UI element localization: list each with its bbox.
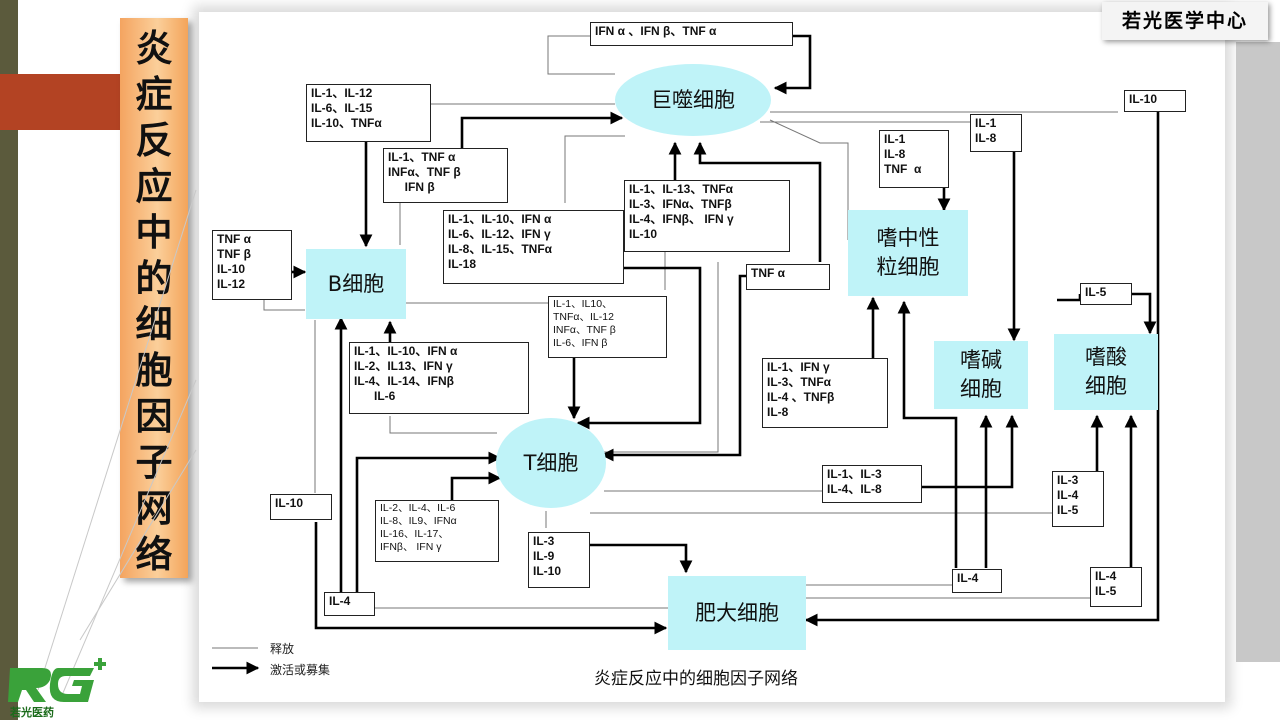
cytokine-box-to-mac-center: IL-1、IL-13、TNFα IL-3、IFNα、TNFβ IL-4、IFNβ… <box>624 180 790 252</box>
vertical-title-char: 应 <box>135 166 173 207</box>
brand-logo: 若光医药 <box>8 658 106 719</box>
vertical-title-char: 络 <box>135 534 173 575</box>
vertical-title-char: 的 <box>135 258 173 299</box>
eosinophil-cell: 嗜酸 细胞 <box>1054 334 1158 410</box>
cytokine-box-il1-il8-tnf: IL-1 IL-8 TNF α <box>879 130 949 188</box>
mast-cell: 肥大细胞 <box>668 576 806 650</box>
cytokine-box-b-to-t-small: IL-1、IL10、 TNFα、IL-12 INFα、TNF β IL-6、IF… <box>548 296 667 358</box>
cytokine-box-neutro-in: IL-1、IFN γ IL-3、TNFα IL-4 、TNFβ IL-8 <box>762 358 888 428</box>
diagram-caption: 炎症反应中的细胞因子网络 <box>594 669 798 689</box>
logo-text: 若光医药 <box>10 705 54 719</box>
cytokine-box-il4-left: IL-4 <box>324 592 375 616</box>
cytokine-box-t-in-small: IL-2、IL-4、IL-6 IL-8、IL9、IFNα IL-16、IL-17… <box>375 500 499 562</box>
vertical-title: 炎症反应中的细胞因子网络 <box>120 26 188 578</box>
b-cell: B细胞 <box>306 249 406 319</box>
legend-activate-label: 激活或募集 <box>270 663 331 677</box>
cytokine-box-t-to-b-mac: IL-1、IL-10、IFN α IL-6、IL-12、IFN γ IL-8、I… <box>443 210 624 284</box>
cytokine-box-t-to-baso: IL-1、IL-3 IL-4、IL-8 <box>822 465 922 503</box>
cytokine-box-t-to-b-left: IL-1、IL-10、IFN α IL-2、IL13、IFN γ IL-4、IL… <box>349 342 529 414</box>
cytokine-box-ifn-top: IFN α 、IFN β、TNF α <box>590 22 793 46</box>
cytokine-box-b-to-mac: IL-1、TNF α INFα、TNF β IFN β <box>383 148 508 203</box>
header-org-name: 若光医学中心 <box>1102 2 1268 40</box>
vertical-title-char: 胞 <box>135 350 173 391</box>
t-cell: T细胞 <box>496 418 606 508</box>
left-accent-bar <box>0 0 18 720</box>
neutrophil-cell: 嗜中性 粒细胞 <box>848 210 968 296</box>
cytokine-box-il10-right: IL-10 <box>1124 90 1186 112</box>
vertical-title-banner: 炎症反应中的细胞因子网络 <box>120 18 188 578</box>
cytokine-box-il10-left: IL-10 <box>270 494 332 520</box>
red-accent-bar <box>0 74 120 130</box>
cytokine-box-il4-baso: IL-4 <box>952 569 1002 593</box>
vertical-title-char: 反 <box>135 120 173 161</box>
vertical-title-char: 炎 <box>135 28 173 69</box>
vertical-title-char: 症 <box>135 74 173 115</box>
vertical-title-char: 因 <box>135 396 173 437</box>
macrophage-cell: 巨噬细胞 <box>615 64 771 136</box>
vertical-title-char: 中 <box>135 212 173 253</box>
right-gray-bar <box>1236 42 1280 662</box>
cytokine-box-il3-4-5: IL-3 IL-4 IL-5 <box>1052 471 1104 527</box>
basophil-cell: 嗜碱 细胞 <box>934 341 1028 409</box>
cytokine-box-il5-eos: IL-5 <box>1080 283 1132 305</box>
cytokine-box-mac-b: IL-1、IL-12 IL-6、IL-15 IL-10、TNFα <box>306 84 431 142</box>
cytokine-box-tnf-small: TNF α <box>746 264 830 290</box>
cytokine-box-tnf-b-in: TNF α TNF β IL-10 IL-12 <box>212 230 292 300</box>
cytokine-box-il1-il8: IL-1 IL-8 <box>970 114 1022 152</box>
cytokine-box-il4-il5: IL-4 IL-5 <box>1090 567 1142 607</box>
legend-release-label: 释放 <box>270 642 295 656</box>
cytokine-box-t-to-mast: IL-3 IL-9 IL-10 <box>528 532 590 588</box>
